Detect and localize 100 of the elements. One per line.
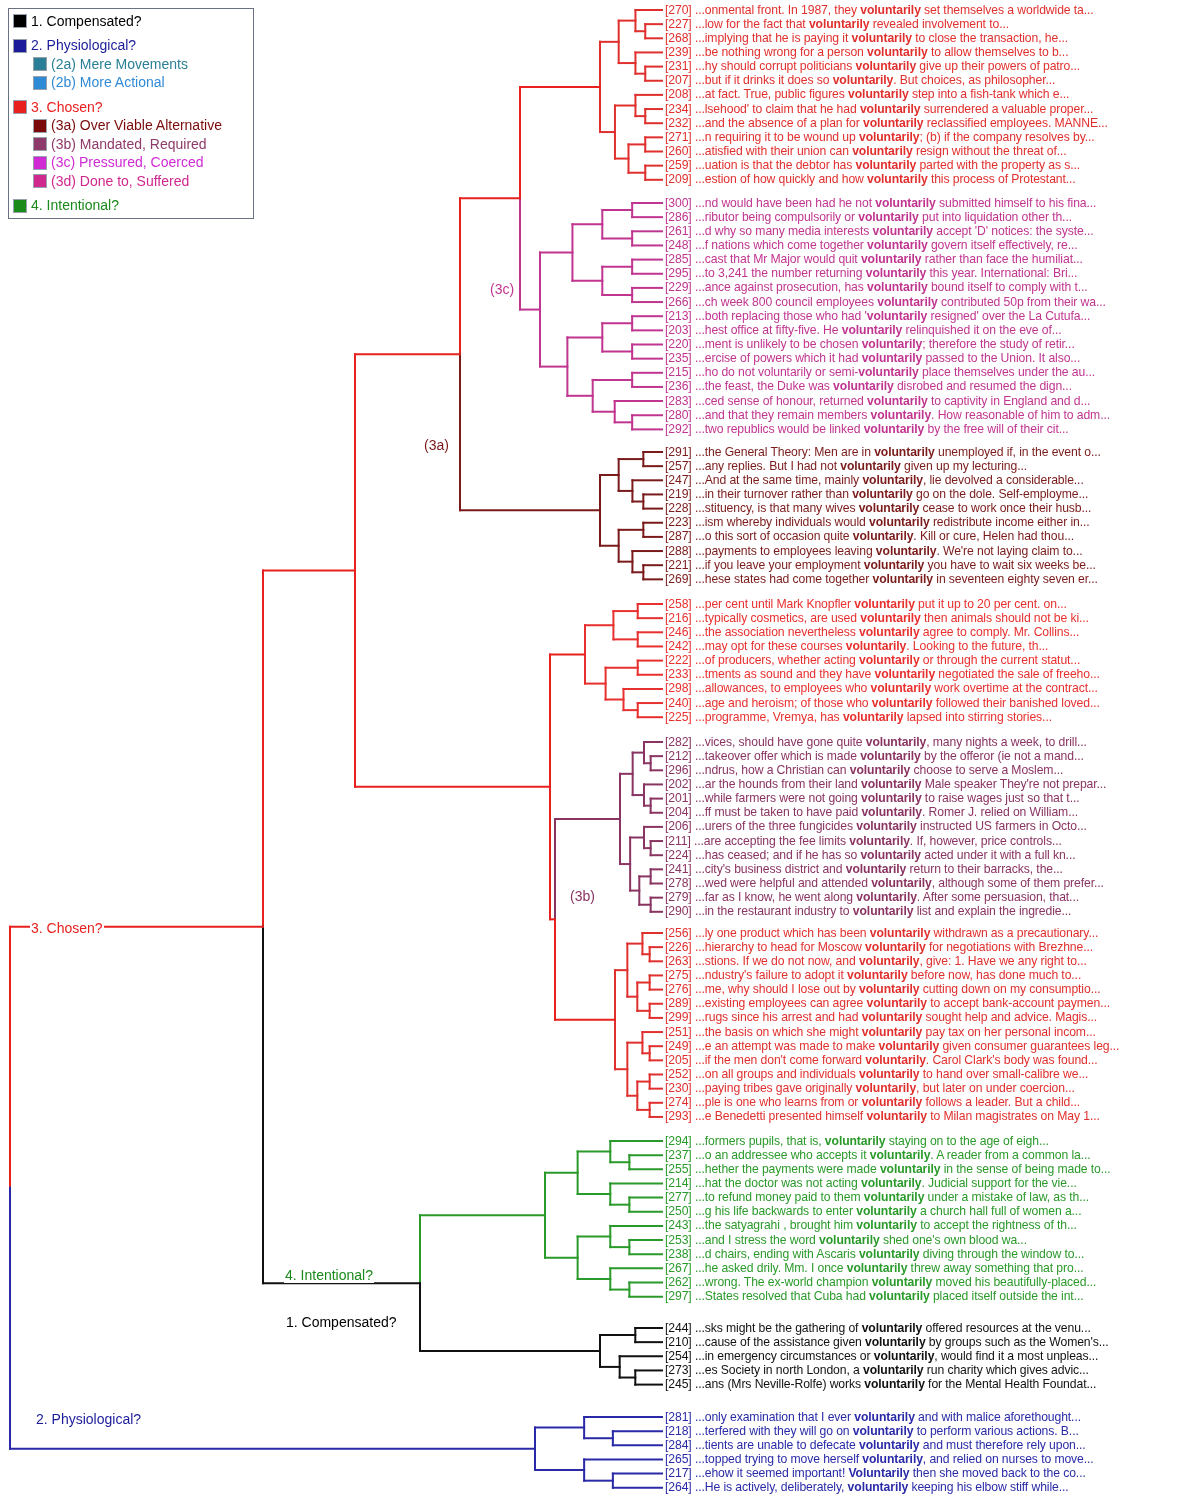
concordance-line: [212] ...takeover offer which is made voluntarily by the offeror (ie not a mand... [665, 748, 1084, 764]
concordance-line: [222] ...of producers, whether acting voluntarily or through the current statut... [665, 653, 1081, 669]
concordance-line: [282] ...vices, should have gone quite voluntarily, many nights a week, to drill... [665, 734, 1087, 750]
concordance-line: [274] ...ple is one who learns from or voluntarily follows a leader. But a child... [665, 1095, 1081, 1111]
concordance-line: [259] ...uation is that the debtor has voluntarily parted with the property as s... [665, 158, 1081, 174]
concordance-line: [239] ...be nothing wrong for a person voluntarily to allow themselves to b... [665, 44, 1069, 60]
concordance-line: [292] ...two republics would be linked voluntarily by the free will of their cit... [665, 421, 1069, 437]
concordance-line: [300] ...nd would have been had he not voluntarily submitted himself to his fina... [665, 195, 1097, 211]
concordance-line: [229] ...ance against prosecution, has voluntarily bound itself to comply with t... [665, 280, 1088, 296]
concordance-line: [227] ...low for the fact that voluntarily revealed involvement to... [665, 16, 1009, 32]
legend-label: (3b) Mandated, Required [51, 134, 207, 154]
concordance-line: [242] ...may opt for these courses voluntarily. Looking to the future, th... [665, 638, 1049, 654]
concordance-line: [231] ...hy should corrupt politicians voluntarily give up their powers of patro... [665, 59, 1081, 75]
concordance-line: [276] ...me, why should I lose out by voluntarily cutting down on my consumptio... [665, 982, 1101, 998]
concordance-line: [236] ...the feast, the Duke was voluntarily disrobed and resumed the dign... [665, 379, 1072, 395]
concordance-line: [248] ...f nations which come together voluntarily govern itself effectively, re... [665, 237, 1078, 253]
legend-label: (2a) Mere Movements [51, 54, 188, 74]
concordance-line: [258] ...per cent until Mark Knopfler voluntarily put it up to 20 per cent. on... [665, 596, 1067, 612]
concordance-line: [208] ...at fact. True, public figures voluntarily step into a fish-tank which e... [665, 87, 1070, 103]
concordance-line: [207] ...but if it drinks it does so voluntarily. But choices, as philosopher... [665, 73, 1056, 89]
cluster-label: (3a) [423, 437, 450, 453]
concordance-line: [254] ...in emergency circumstances or voluntarily, would find it a most unpleas... [665, 1348, 1099, 1364]
concordance-line: [245] ...ans (Mrs Neville-Rolfe) works voluntarily for the Mental Health Foundat... [665, 1377, 1097, 1393]
concordance-line: [206] ...urers of the three fungicides voluntarily instructed US farmers in Octo... [665, 819, 1087, 835]
concordance-line: [291] ...the General Theory: Men are in voluntarily unemployed if, in the event o... [665, 444, 1101, 460]
concordance-line: [278] ...wed were helpful and attended voluntarily, although some of them prefer... [665, 876, 1104, 891]
concordance-line: [250] ...g his life backwards to enter voluntarily a church hall full of women a... [665, 1204, 1082, 1220]
concordance-line: [287] ...o this sort of occasion quite voluntarily. Kill or cure, Helen had thou... [665, 529, 1074, 545]
concordance-line: [221] ...if you leave your employment voluntarily you have to wait six weeks be... [665, 557, 1096, 573]
concordance-line: [262] ...wrong. The ex-world champion voluntarily moved his beautifully-placed... [665, 1275, 1097, 1290]
concordance-line: [279] ...far as I know, he went along voluntarily. After some persuasion, that... [665, 890, 1079, 906]
legend-label: 3. Chosen? [31, 97, 103, 117]
concordance-line: [216] ...typically cosmetics, are used voluntarily then animals should not be ki... [665, 610, 1089, 626]
concordance-line: [228] ...stituency, is that many wives voluntarily cease to work once their husb... [665, 501, 1092, 517]
concordance-line: [275] ...ndustry's failure to adopt it voluntarily before now, has done much to... [665, 967, 1082, 983]
concordance-line: [264] ...He is actively, deliberately, voluntarily keeping his elbow stiff while... [665, 1480, 1069, 1496]
concordance-line: [218] ...terfered with they will go on voluntarily to perform various actions. B... [665, 1423, 1079, 1439]
concordance-line: [237] ...o an addressee who accepts it voluntarily. A reader from a common la... [665, 1147, 1091, 1163]
concordance-line: [226] ...hierarchy to head for Moscow voluntarily for negotiations with Brezhne... [665, 939, 1094, 955]
concordance-line: [271] ...n requiring it to be wound up voluntarily; (b) if the company resolves by... [665, 129, 1095, 145]
concordance-line: [283] ...ced sense of honour, returned voluntarily to captivity in England and d... [665, 393, 1091, 409]
legend-label: 2. Physiological? [31, 36, 137, 56]
concordance-line: [232] ...and the absence of a plan for voluntarily reclassified employees. MANNE... [665, 115, 1108, 131]
concordance-line: [246] ...the association nevertheless voluntarily agree to comply. Mr. Collins... [665, 624, 1080, 640]
concordance-line: [220] ...ment is unlikely to be chosen voluntarily; therefore the study of retir... [665, 337, 1075, 352]
concordance-line: [204] ...ff must be taken to have paid voluntarily. Romer J. relied on William... [665, 805, 1078, 821]
concordance-line: [240] ...age and heroism; of those who voluntarily followed their banished loved... [665, 695, 1100, 711]
legend-label: (3c) Pressured, Coerced [51, 153, 204, 173]
concordance-line: [235] ...ercise of powers which it had voluntarily passed to the Union. It also... [665, 351, 1081, 367]
concordance-line: [260] ...atisfied with their union can voluntarily resign without the threat of... [665, 144, 1067, 159]
concordance-line: [253] ...and I stress the word voluntarily shed one's own blood wa... [665, 1232, 1027, 1248]
concordance-line: [257] ...any replies. But I had not voluntarily given up my lecturing... [665, 458, 1027, 474]
concordance-line: [252] ...on all groups and individuals voluntarily to hand over small-calibre we... [665, 1067, 1089, 1082]
concordance-line: [217] ...ehow it seemed important! Voluntarily then she moved back to the co... [665, 1466, 1086, 1482]
legend-label: (3a) Over Viable Alternative [51, 116, 222, 136]
concordance-line: [273] ...es Society in north London, a voluntarily run charity which gives advic... [665, 1362, 1089, 1378]
concordance-line: [286] ...ributor being compulsorily or voluntarily put into liquidation other th... [665, 209, 1072, 225]
cluster-label: 4. Intentional? [284, 1267, 374, 1283]
legend-label: (3d) Done to, Suffered [51, 171, 190, 191]
concordance-line: [256] ...ly one product which has been voluntarily withdrawn as a precautionary... [665, 925, 1099, 941]
concordance-line: [270] ...onmental front. In 1987, they voluntarily set themselves a worldwide ta... [665, 2, 1094, 18]
concordance-line: [269] ...hese states had come together voluntarily in seventeen eighty seven er... [665, 571, 1098, 587]
concordance-line: [243] ...the satyagrahi , brought him voluntarily to accept the rightness of th... [665, 1218, 1077, 1234]
concordance-line: [225] ...programme, Vremya, has voluntarily lapsed into stirring stories... [665, 709, 1052, 725]
concordance-line: [233] ...tments as sound and they have voluntarily negotiated the sale of freeho... [665, 667, 1100, 683]
concordance-line: [299] ...rugs since his arrest and had voluntarily sought help and advice. Magis... [665, 1010, 1098, 1026]
concordance-line: [296] ...ndrus, how a Christian can voluntarily choose to serve a Moslem... [665, 762, 1064, 778]
concordance-line: [268] ...implying that he is paying it voluntarily to close the transaction, he... [665, 30, 1068, 46]
concordance-line: [285] ...cast that Mr Major would quit voluntarily rather than face the humiliat... [665, 252, 1083, 268]
concordance-line: [213] ...both replacing those who had 'voluntarily resigned' over the La Cutufa... [665, 308, 1091, 324]
legend-label: (2b) More Actional [51, 73, 165, 93]
concordance-line: [215] ...ho do not voluntarily or semi-voluntarily place themselves under the au... [665, 365, 1095, 381]
concordance-line: [203] ...hest office at fifty-five. He voluntarily relinquished it on the eve of... [665, 322, 1062, 338]
concordance-line: [288] ...payments to employees leaving voluntarily. We're not laying claim to... [665, 543, 1083, 559]
concordance-line: [297] ...States resolved that Cuba had voluntarily placed itself outside the int... [665, 1289, 1084, 1305]
cluster-label: 3. Chosen? [30, 920, 104, 936]
concordance-line: [224] ...has ceased; and if he has so voluntarily acted under it with a full kn... [665, 847, 1076, 863]
concordance-line: [230] ...paying tribes gave originally voluntarily, but later on under coercion... [665, 1081, 1075, 1097]
cluster-label: 2. Physiological? [35, 1411, 143, 1427]
concordance-line: [284] ...tients are unable to defecate voluntarily and must therefore rely upon... [665, 1437, 1086, 1453]
concordance-line: [211] ...are accepting the fee limits voluntarily. If, however, price controls... [665, 833, 1062, 849]
concordance-line: [249] ...e an attempt was made to make voluntarily given consumer guarantees leg... [665, 1038, 1120, 1054]
concordance-line: [281] ...only examination that I ever voluntarily and with malice aforethought... [665, 1409, 1081, 1425]
concordance-line: [293] ...e Benedetti presented himself voluntarily to Milan magistrates on May 1... [665, 1109, 1100, 1125]
concordance-line: [290] ...in the restaurant industry to voluntarily list and explain the ingredie... [665, 904, 1072, 920]
cluster-label: (3b) [569, 888, 596, 904]
concordance-line: [263] ...stions. If we do not now, and voluntarily, give: 1. Have we any right to... [665, 953, 1087, 969]
concordance-line: [238] ...d chairs, ending with Ascaris voluntarily diving through the window to... [665, 1246, 1085, 1262]
concordance-line: [266] ...ch week 800 council employees voluntarily contributed 50p from their wa... [665, 294, 1106, 310]
concordance-line: [295] ...to 3,241 the number returning voluntarily this year. International: Bri... [665, 266, 1078, 282]
concordance-line: [219] ...in their turnover rather than voluntarily go on the dole. Self-employme... [665, 486, 1089, 502]
concordance-line: [202] ...ar the hounds from their land voluntarily Male speaker They're not prepar... [665, 776, 1107, 792]
concordance-line: [277] ...to refund money paid to them voluntarily under a mistake of law, as th... [665, 1190, 1089, 1206]
concordance-line: [289] ...existing employees can agree voluntarily to accept bank-account paymen... [665, 996, 1111, 1012]
concordance-line: [241] ...city's business district and voluntarily return to their barracks, the... [665, 861, 1063, 877]
concordance-line: [209] ...estion of how quickly and how voluntarily this process of Protestant... [665, 172, 1076, 188]
concordance-line: [255] ...hether the payments were made voluntarily in the sense of being made to... [665, 1161, 1111, 1177]
concordance-line: [201] ...while farmers were not going voluntarily to raise wages just so that t... [665, 791, 1080, 807]
concordance-line: [298] ...allowances, to employees who voluntarily work overtime at the contract... [665, 681, 1098, 697]
concordance-line: [265] ...topped trying to move herself voluntarily, and relied on nurses to move... [665, 1451, 1094, 1467]
